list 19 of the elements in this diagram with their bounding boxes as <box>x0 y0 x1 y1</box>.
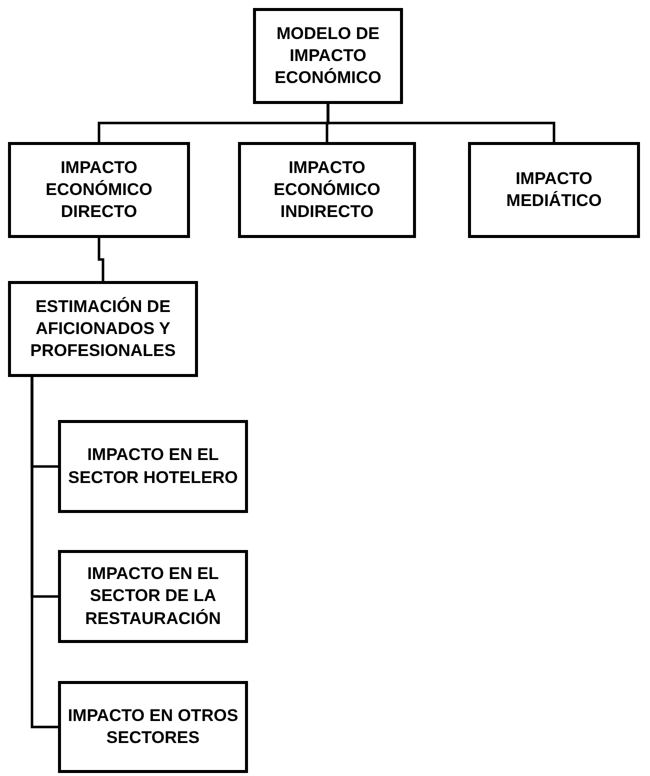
org-box <box>8 142 190 238</box>
org-box <box>468 142 640 238</box>
box-label: IMPACTO ECONÓMICO INDIRECTO <box>272 156 382 224</box>
box-label: IMPACTO EN OTROS SECTORES <box>66 704 240 749</box>
connector-line <box>30 377 58 728</box>
org-box <box>58 420 248 513</box>
connector-line <box>98 238 104 281</box>
box-label: MODELO DE IMPACTO ECONÓMICO <box>274 22 382 90</box>
box-label: IMPACTO ECONÓMICO DIRECTO <box>44 156 154 224</box>
org-box <box>238 142 416 238</box>
connector-line <box>326 104 556 142</box>
org-box <box>58 550 248 643</box>
org-box <box>58 681 248 773</box>
org-box <box>8 281 198 377</box>
box-label: IMPACTO EN EL SECTOR HOTELERO <box>67 444 239 488</box>
org-box <box>253 8 403 104</box>
box-label: ESTIMACIÓN DE AFICIONADOS Y PROFESIONALES <box>29 296 177 362</box>
box-label: IMPACTO EN EL SECTOR DE LA RESTAURACIÓN <box>84 563 222 630</box>
box-label: IMPACTO MEDIÁTICO <box>505 168 603 212</box>
